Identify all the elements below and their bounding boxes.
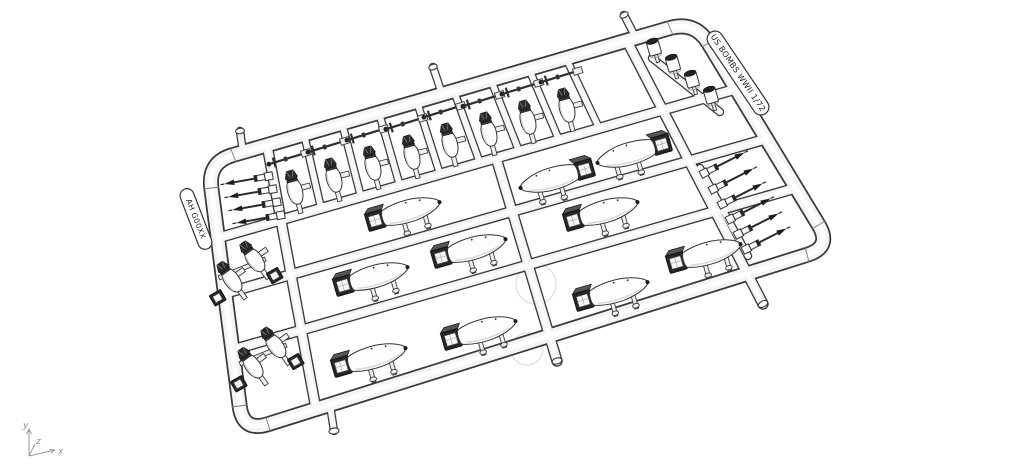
axis-z-label: z xyxy=(35,437,41,447)
spike-rocket xyxy=(227,197,282,215)
axis-x-label: x xyxy=(57,447,64,457)
runner-end-caps xyxy=(235,11,769,435)
axis-y-label: y xyxy=(22,421,29,431)
axis-triad: y z x xyxy=(22,421,64,457)
spike-rocket xyxy=(219,171,274,189)
spike-rocket xyxy=(223,184,278,202)
